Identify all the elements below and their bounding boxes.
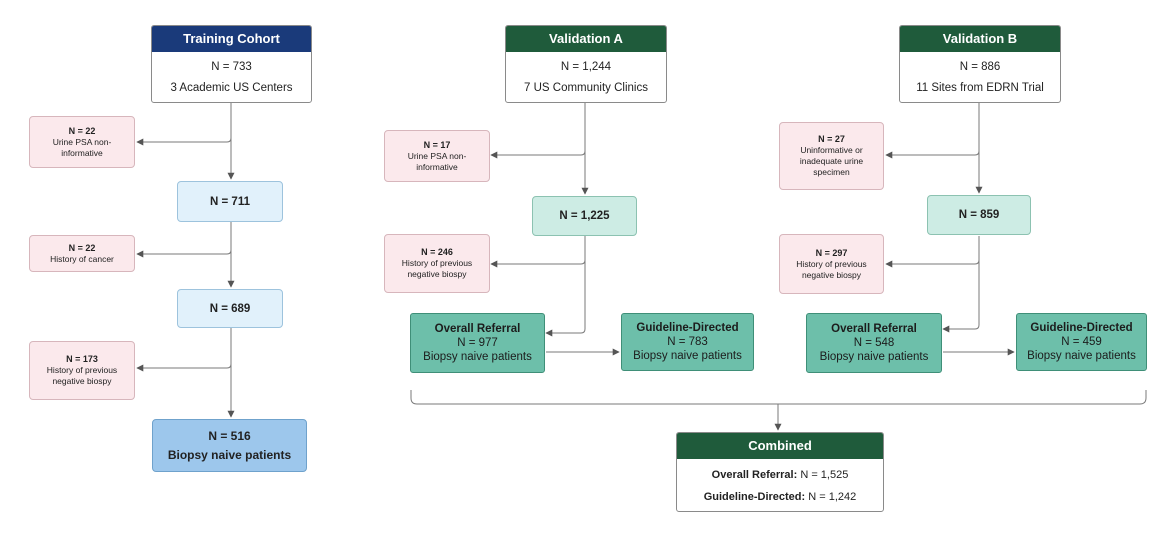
validation-b-title: Validation B bbox=[900, 26, 1060, 52]
exclusion-reason: Urine PSA non-informative bbox=[52, 136, 112, 158]
validation-b-guideline-directed: Guideline-Directed N = 459 Biopsy naive … bbox=[1016, 313, 1147, 371]
validation-a-n: N = 1,244 bbox=[560, 61, 612, 73]
group-label: Biopsy naive patients bbox=[633, 350, 742, 362]
group-count: N = 977 bbox=[457, 337, 498, 349]
final-count: N = 516 bbox=[208, 428, 251, 443]
combined-title: Combined bbox=[677, 433, 883, 459]
validation-a-exclusion-1: N = 17 Urine PSA non-informative bbox=[384, 130, 490, 182]
exclusion-reason: History of previous negative biospy bbox=[401, 258, 473, 279]
arrow-vb-excl1 bbox=[885, 150, 980, 159]
training-exclusion-1: N = 22 Urine PSA non-informative bbox=[29, 116, 135, 168]
count-label: N = 689 bbox=[209, 302, 251, 315]
training-count-711: N = 711 bbox=[177, 181, 283, 222]
group-count: N = 783 bbox=[667, 336, 708, 348]
validation-a-overall-referral: Overall Referral N = 977 Biopsy naive pa… bbox=[410, 313, 545, 373]
group-title: Overall Referral bbox=[831, 323, 917, 335]
combined-overall-label: Overall Referral: bbox=[711, 469, 798, 481]
final-label: Biopsy naive patients bbox=[167, 447, 292, 462]
validation-a-sites: 7 US Community Clinics bbox=[524, 82, 648, 94]
group-title: Guideline-Directed bbox=[1030, 322, 1133, 334]
validation-b-n: N = 886 bbox=[959, 61, 1001, 73]
exclusion-count: N = 17 bbox=[423, 139, 451, 150]
training-final-box: N = 516 Biopsy naive patients bbox=[152, 419, 307, 472]
arrow-training-excl2 bbox=[136, 249, 232, 258]
training-cohort-box: Training Cohort N = 733 3 Academic US Ce… bbox=[151, 25, 312, 103]
validation-a-count-1225: N = 1,225 bbox=[532, 196, 637, 236]
training-exclusion-3: N = 173 History of previous negative bio… bbox=[29, 341, 135, 400]
group-count: N = 548 bbox=[853, 337, 895, 349]
exclusion-reason: History of cancer bbox=[50, 253, 114, 264]
validation-b-overall-referral: Overall Referral N = 548 Biopsy naive pa… bbox=[806, 313, 942, 373]
combined-overall-value: N = 1,525 bbox=[800, 469, 849, 481]
combined-overall-row: Overall Referral: N = 1,525 bbox=[677, 468, 883, 482]
validation-a-exclusion-2: N = 246 History of previous negative bio… bbox=[384, 234, 490, 293]
arrow-va-excl2 bbox=[490, 259, 586, 268]
arrow-training-excl1 bbox=[136, 137, 232, 146]
combined-guideline-label: Guideline-Directed: bbox=[703, 491, 806, 503]
arrow-859-to-overall bbox=[942, 236, 980, 333]
group-title: Overall Referral bbox=[434, 323, 521, 335]
group-count: N = 459 bbox=[1061, 336, 1102, 348]
arrow-vb-excl2 bbox=[885, 259, 980, 268]
validation-b-box: Validation B N = 886 11 Sites from EDRN … bbox=[899, 25, 1061, 103]
training-count-689: N = 689 bbox=[177, 289, 283, 328]
validation-a-guideline-directed: Guideline-Directed N = 783 Biopsy naive … bbox=[621, 313, 754, 371]
training-exclusion-2: N = 22 History of cancer bbox=[29, 235, 135, 272]
exclusion-count: N = 246 bbox=[421, 247, 453, 257]
validation-a-title: Validation A bbox=[506, 26, 666, 52]
exclusion-count: N = 22 bbox=[68, 242, 96, 253]
training-cohort-sites: 3 Academic US Centers bbox=[170, 82, 293, 94]
combined-guideline-value: N = 1,242 bbox=[808, 491, 857, 503]
validation-a-box: Validation A N = 1,244 7 US Community Cl… bbox=[505, 25, 667, 103]
training-cohort-n: N = 733 bbox=[211, 61, 252, 73]
exclusion-count: N = 297 bbox=[815, 247, 848, 258]
group-label: Biopsy naive patients bbox=[819, 351, 929, 363]
validation-b-count-859: N = 859 bbox=[927, 195, 1031, 235]
exclusion-reason: History of previous negative biospy bbox=[796, 258, 867, 280]
validation-b-exclusion-2: N = 297 History of previous negative bio… bbox=[779, 234, 884, 294]
arrow-1225-to-overall bbox=[545, 236, 586, 337]
combined-guideline-row: Guideline-Directed: N = 1,242 bbox=[677, 490, 883, 504]
arrow-va-excl1 bbox=[490, 150, 586, 159]
exclusion-reason: Urine PSA non-informative bbox=[407, 150, 467, 172]
combine-bracket bbox=[410, 390, 1147, 405]
exclusion-reason: History of previous negative biospy bbox=[46, 365, 118, 386]
exclusion-reason: Uninformative or inadequate urine specim… bbox=[799, 145, 864, 177]
count-label: N = 1,225 bbox=[559, 210, 610, 222]
validation-b-sites: 11 Sites from EDRN Trial bbox=[916, 82, 1044, 94]
count-label: N = 859 bbox=[958, 209, 1000, 221]
arrow-training-excl3 bbox=[136, 363, 232, 372]
group-label: Biopsy naive patients bbox=[423, 351, 532, 363]
training-cohort-title: Training Cohort bbox=[152, 26, 311, 52]
group-title: Guideline-Directed bbox=[636, 322, 739, 334]
exclusion-count: N = 27 bbox=[818, 134, 845, 144]
exclusion-count: N = 22 bbox=[68, 125, 96, 136]
group-label: Biopsy naive patients bbox=[1027, 350, 1136, 362]
combined-box: Combined Overall Referral: N = 1,525 Gui… bbox=[676, 432, 884, 512]
count-label: N = 711 bbox=[210, 195, 250, 208]
validation-b-exclusion-1: N = 27 Uninformative or inadequate urine… bbox=[779, 122, 884, 190]
exclusion-count: N = 173 bbox=[66, 354, 98, 364]
